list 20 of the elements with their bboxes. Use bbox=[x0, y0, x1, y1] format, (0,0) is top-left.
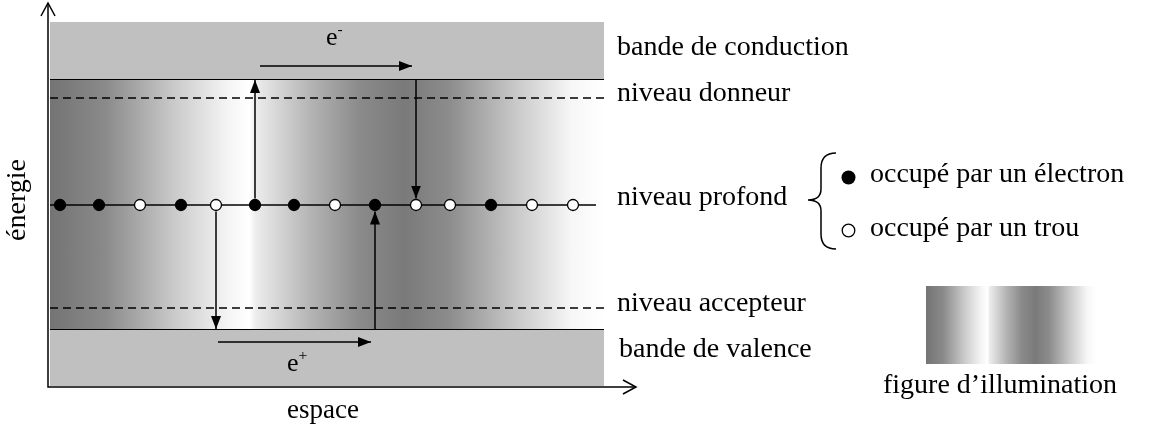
arrow bbox=[411, 79, 421, 200]
axis-label: espace bbox=[287, 396, 359, 423]
hollow-dot bbox=[409, 198, 423, 212]
level-label: niveau donneur bbox=[617, 78, 791, 106]
hollow-dot bbox=[209, 198, 223, 212]
charge-label: e$^{+}$ bbox=[287, 350, 308, 376]
legend-label: figure d’illumination bbox=[883, 370, 1118, 398]
arrow bbox=[211, 210, 221, 330]
arrow bbox=[250, 79, 260, 200]
axis-label: énergie bbox=[1, 159, 30, 241]
legend-label: occupé par un électron bbox=[870, 159, 1125, 187]
filled-dot bbox=[248, 198, 262, 212]
band-label: bande de valence bbox=[619, 334, 812, 362]
level-label: niveau accepteur bbox=[617, 288, 806, 316]
filled-dot bbox=[368, 198, 382, 212]
charge-label: e$^{-}$ bbox=[326, 24, 343, 50]
arrow bbox=[370, 210, 380, 330]
level-label: niveau profond bbox=[617, 182, 788, 210]
band-label: bande de conduction bbox=[617, 32, 849, 60]
legend-label: occupé par un trou bbox=[870, 213, 1080, 241]
